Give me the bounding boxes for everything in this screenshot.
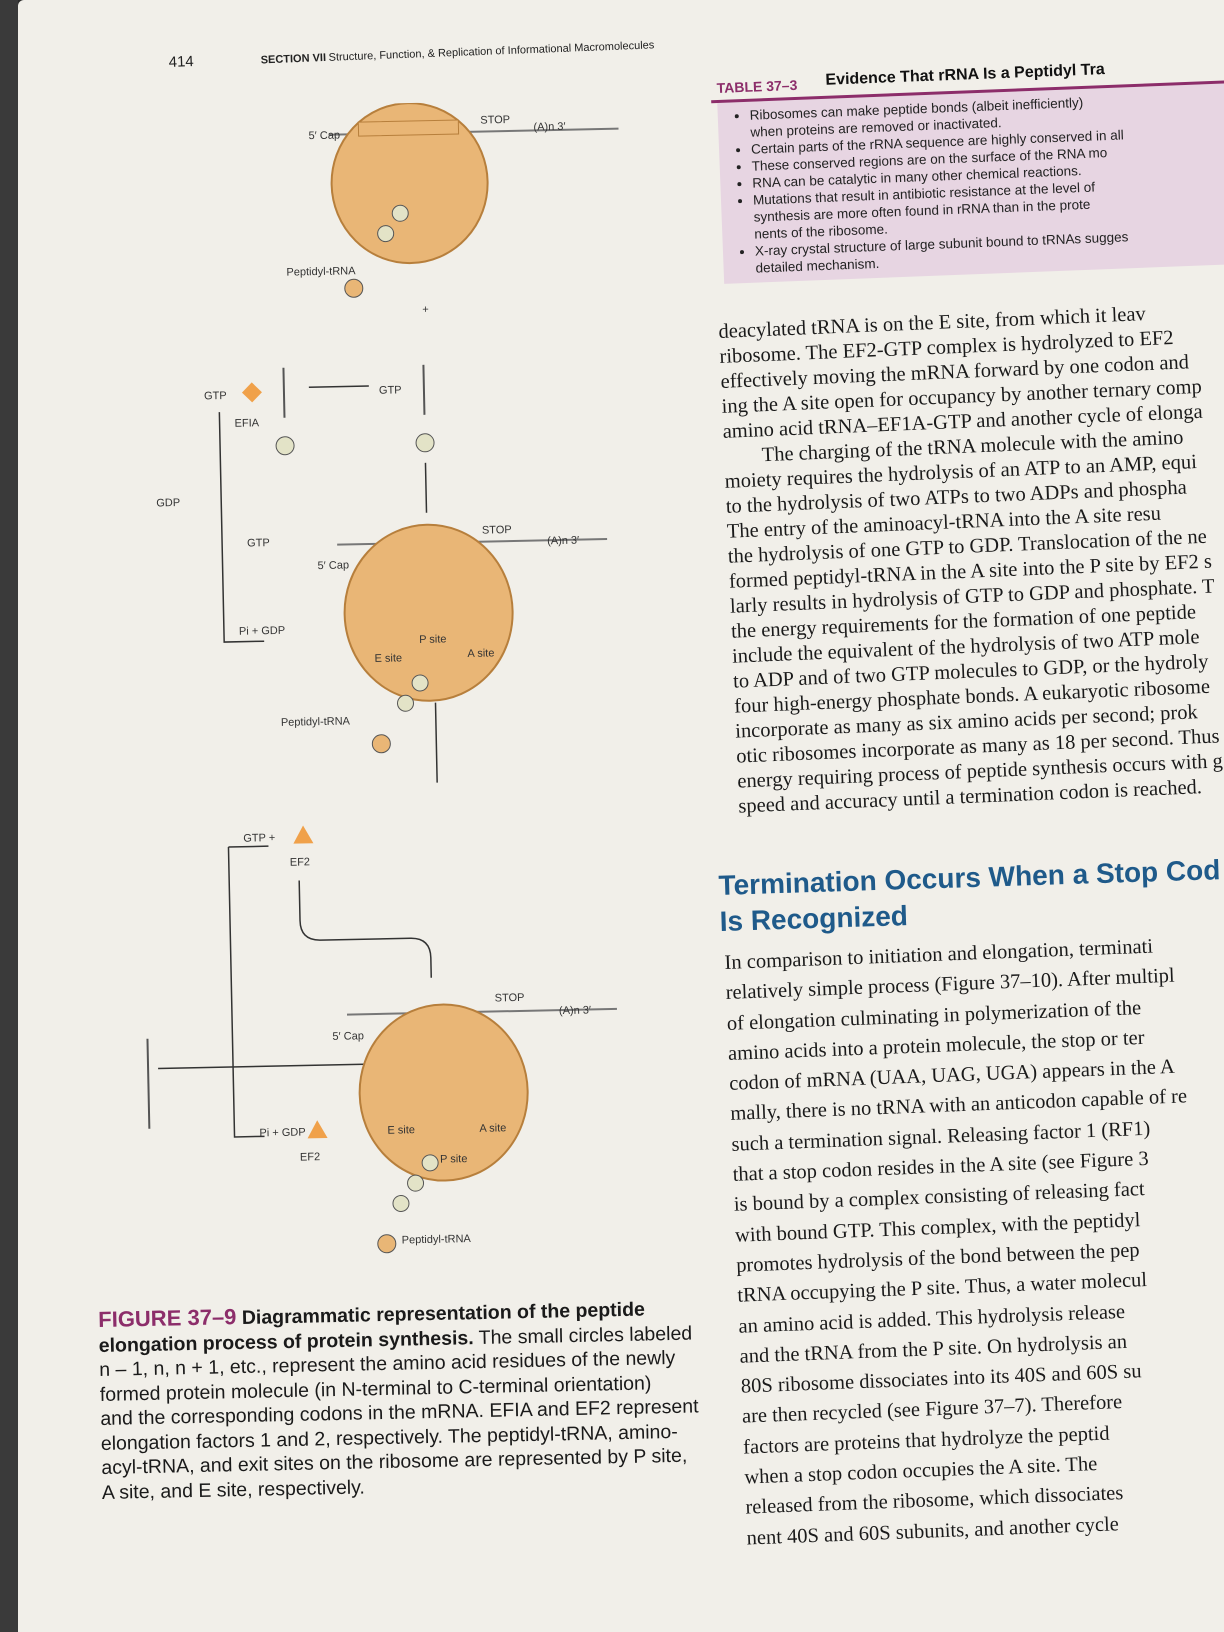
caption-line: The small circles labeled [473,1322,693,1349]
label-peptidyl-mid: Peptidyl-tRNA [281,715,351,728]
label-ef2-2: EF2 [300,1151,320,1163]
label-esite-2: E site [387,1124,415,1137]
ef2-cycle: GTP + EF2 Pi + GDP EF2 [146,825,433,1164]
table-title: Evidence That rRNA Is a Peptidyl Tra [825,61,1106,89]
table-37-3: TABLE 37–3 Evidence That rRNA Is a Pepti… [709,45,1224,284]
label-gtp-2: GTP [379,384,402,396]
label-ef2: EF2 [290,856,310,868]
table-list: Ribosomes can make peptide bonds (albeit… [735,88,1224,277]
label-peptidyl-bot: Peptidyl-tRNA [402,1233,472,1246]
label-5cap: 5′ Cap [308,130,340,143]
label-asite-2: A site [479,1122,506,1135]
label-5cap-2: 5′ Cap [317,559,349,572]
book-page: 414 SECTION VII Structure, Function, & R… [18,0,1224,1632]
table-label: TABLE 37–3 [716,76,798,96]
label-esite: E site [374,652,402,665]
figure-caption: FIGURE 37–9 Diagrammatic representation … [98,1295,702,1505]
label-polya: (A)n 3′ [533,121,565,134]
ribosome-bottom: 5′ Cap STOP (A)n 3′ E site A site P site… [332,992,617,1254]
label-polya-3: (A)n 3′ [559,1004,591,1017]
label-asite: A site [467,647,494,660]
label-gtp-3: GTP [247,537,270,549]
label-peptidyl-top: Peptidyl-tRNA [286,265,356,278]
page-number: 414 [168,53,195,71]
elongation-diagram: 5′ Cap STOP (A)n 3′ Peptidyl-tRNA + GTP … [146,102,619,1254]
ef1a-cycle: GTP EFIA GTP GDP GTP Pi + GDP [156,364,435,643]
label-stop-3: STOP [495,992,525,1005]
label-stop-2: STOP [482,524,512,537]
label-gdp: GDP [156,497,180,509]
section-label: SECTION VII [260,51,327,67]
section-heading: Termination Occurs When a Stop Cod Is Re… [718,852,1224,940]
label-5cap-3: 5′ Cap [332,1030,364,1043]
label-pi-gdp-2: Pi + GDP [259,1126,305,1139]
label-gtp-plus: GTP + [243,832,275,845]
label-psite-2: P site [440,1153,468,1166]
body-text-upper: deacylated tRNA is on the E site, from w… [718,298,1224,819]
label-psite: P site [419,633,447,646]
label-polya-2: (A)n 3′ [547,535,579,548]
running-header: 414 SECTION VII Structure, Function, & R… [168,17,867,71]
body-text-lower: In comparison to initiation and elongati… [724,928,1224,1553]
label-gtp: GTP [204,390,227,402]
ribosome-middle: 5′ Cap STOP (A)n 3′ P site A site E site… [281,523,608,783]
section-title: Structure, Function, & Replication of In… [328,39,655,64]
label-pi-gdp: Pi + GDP [239,625,285,638]
ribosome-top: 5′ Cap STOP (A)n 3′ Peptidyl-tRNA + [286,102,619,316]
label-stop: STOP [480,114,510,127]
label-plus: + [422,304,429,316]
figure-label: FIGURE 37–9 [97,1304,237,1332]
label-efia: EFIA [234,417,259,430]
page-shadow [0,0,18,1632]
